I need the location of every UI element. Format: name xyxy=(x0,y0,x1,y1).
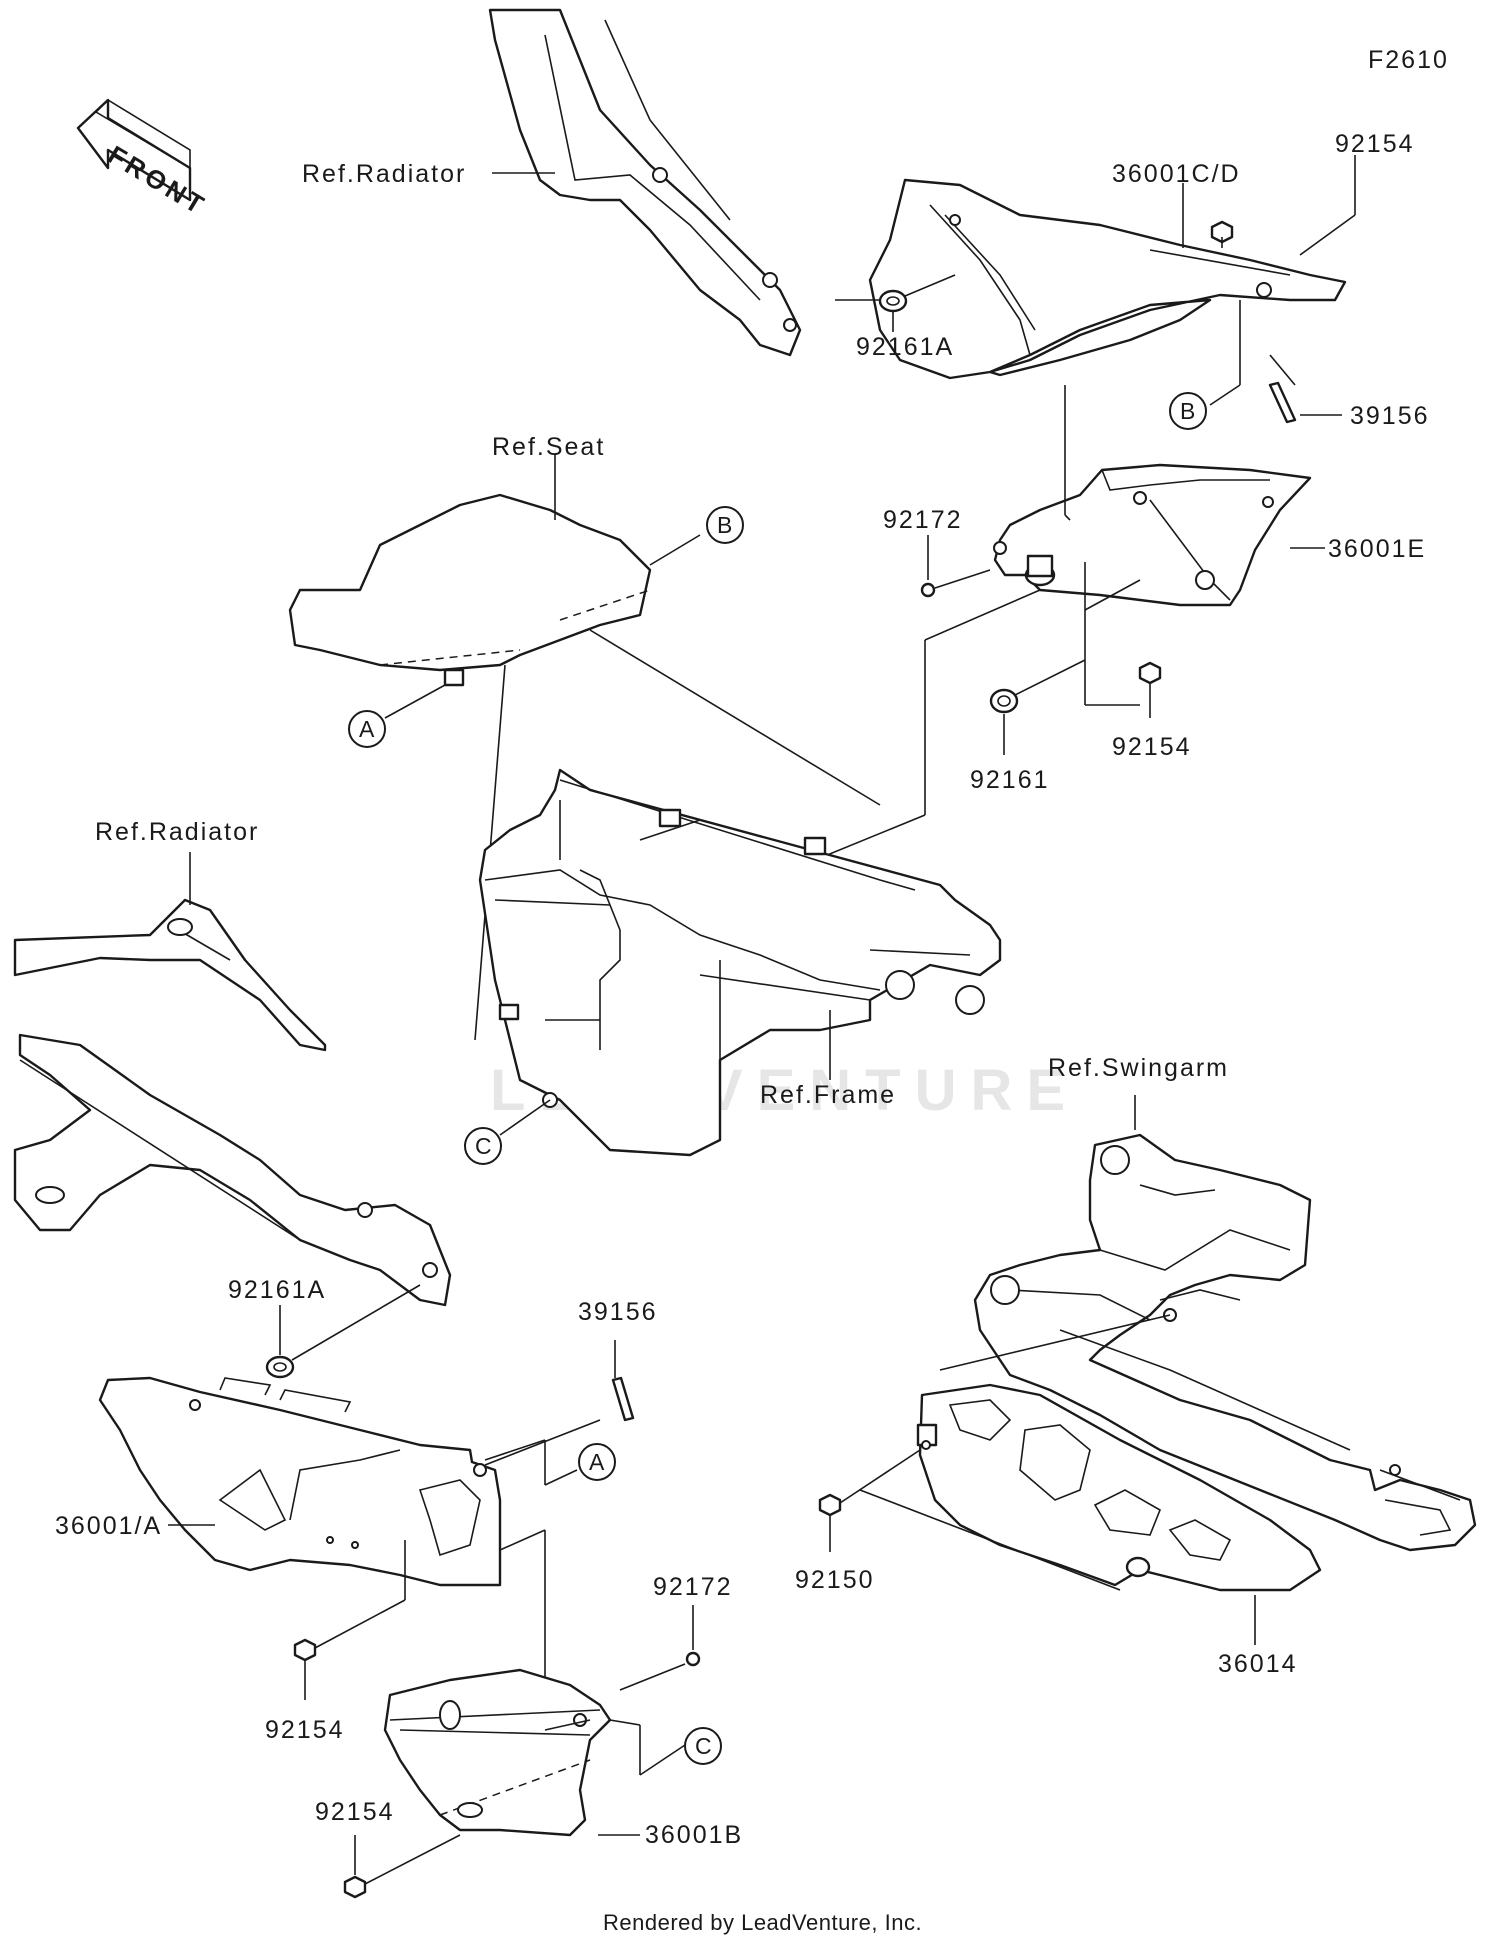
label-39156-top: 39156 xyxy=(1350,402,1430,430)
ref-radiator-left-label: Ref.Radiator xyxy=(95,818,259,846)
grommet-92161a-bottom xyxy=(265,1355,295,1379)
label-92150: 92150 xyxy=(795,1566,875,1594)
label-92154-mid: 92154 xyxy=(1112,733,1192,761)
callout-b-top xyxy=(1169,392,1207,430)
ref-radiator-top-label: Ref.Radiator xyxy=(302,160,466,188)
side-cover-36001b xyxy=(383,1668,612,1837)
label-92161a-top: 92161A xyxy=(856,333,954,361)
callout-c-frame xyxy=(464,1127,502,1165)
callout-c-bottom xyxy=(684,1727,722,1765)
bolt-92154-bottom1 xyxy=(293,1599,406,1662)
screw-92172-mid xyxy=(920,569,991,598)
radiator-shroud-top xyxy=(488,8,802,357)
swingarm-ref xyxy=(973,1133,1477,1552)
bolt-92154-bottom2 xyxy=(343,1834,461,1899)
chain-guard-36014 xyxy=(916,1383,1322,1592)
callout-a-bottom-letter: A xyxy=(589,1449,605,1475)
label-92154-bottom2: 92154 xyxy=(315,1798,395,1826)
front-arrow-icon: FRONT xyxy=(76,98,212,222)
grommet-92161a-top xyxy=(878,289,908,313)
callout-a-bottom xyxy=(578,1443,616,1481)
label-92154-top: 92154 xyxy=(1335,130,1415,158)
label-36001cd: 36001C/D xyxy=(1112,160,1241,188)
tape-39156-bottom xyxy=(611,1376,635,1422)
callout-b-top-letter: B xyxy=(1180,398,1195,424)
callout-b-seat-letter: B xyxy=(717,512,732,538)
grommet-92161 xyxy=(989,688,1019,714)
label-92161a-bottom: 92161A xyxy=(228,1276,326,1304)
label-36001b: 36001B xyxy=(645,1821,743,1849)
callout-c-frame-letter: C xyxy=(475,1133,492,1159)
seat-ref xyxy=(288,493,652,687)
ref-frame-label: Ref.Frame xyxy=(760,1081,896,1109)
label-92172-mid: 92172 xyxy=(883,506,963,534)
footer-credit: Rendered by LeadVenture, Inc. xyxy=(603,1910,922,1935)
side-cover-36001a xyxy=(98,1376,502,1587)
radiator-shroud-left xyxy=(13,898,452,1307)
bolt-92150 xyxy=(818,1449,1121,1591)
label-36001a: 36001/A xyxy=(55,1512,162,1540)
side-cover-36001e xyxy=(993,463,1312,607)
bolt-92154-mid xyxy=(1138,661,1162,718)
tape-39156-top xyxy=(1268,381,1297,424)
label-92172-bottom: 92172 xyxy=(653,1573,733,1601)
callout-a-seat xyxy=(348,710,386,748)
callout-a-seat-letter: A xyxy=(359,716,375,742)
frame-ref xyxy=(478,768,1002,1157)
figure-code: F2610 xyxy=(1368,46,1449,74)
ref-seat-label: Ref.Seat xyxy=(492,433,605,461)
label-36001e: 36001E xyxy=(1328,535,1426,563)
callout-b-seat xyxy=(706,506,744,544)
label-92154-bottom1: 92154 xyxy=(265,1716,345,1744)
side-cover-36001cd xyxy=(868,178,1347,380)
callout-c-bottom-letter: C xyxy=(695,1733,712,1759)
screw-92172-bottom xyxy=(619,1651,701,1691)
bolt-92154-top xyxy=(1210,220,1234,248)
ref-swingarm-label: Ref.Swingarm xyxy=(1048,1054,1229,1082)
label-36014: 36014 xyxy=(1218,1650,1298,1678)
label-39156-bottom: 39156 xyxy=(578,1298,658,1326)
label-92161: 92161 xyxy=(970,766,1050,794)
